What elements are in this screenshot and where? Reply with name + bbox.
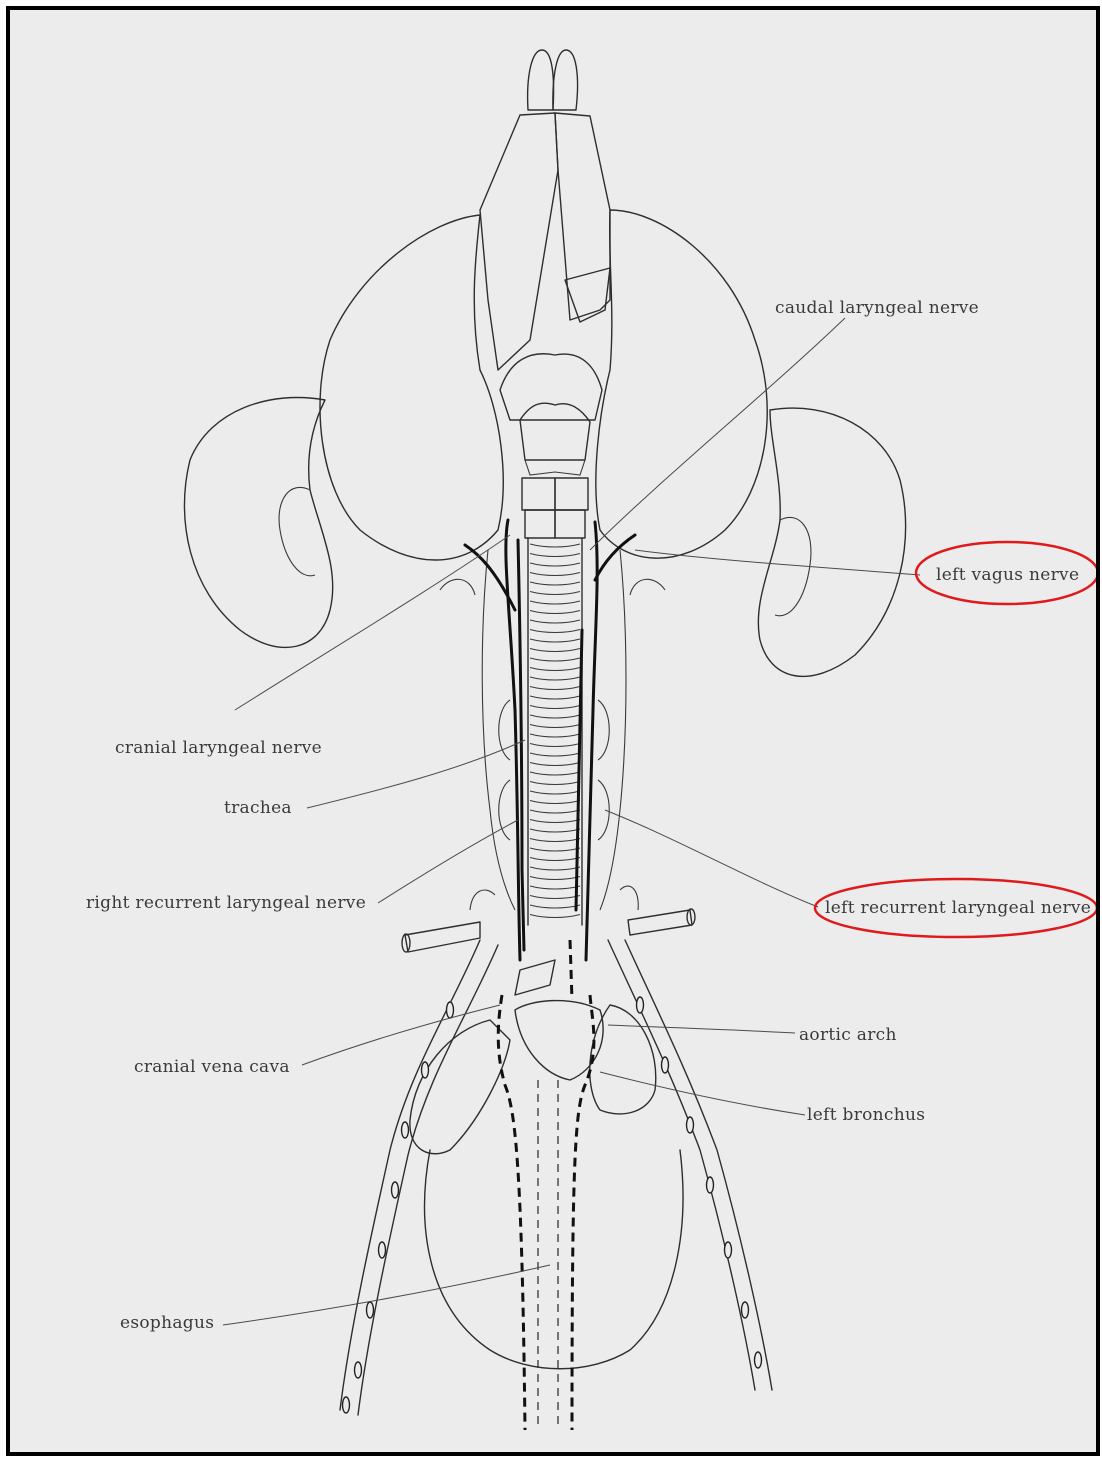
tracheal-ring <box>530 829 580 832</box>
tracheal-ring <box>530 763 580 766</box>
left-gland <box>596 210 767 558</box>
vein-valve-ring <box>355 1362 362 1378</box>
tracheal-ring <box>530 687 580 690</box>
vein-valve-ring <box>422 1062 429 1078</box>
trachea-rings <box>528 538 582 925</box>
vein-valve-ring <box>637 997 644 1013</box>
tracheal-ring <box>530 649 580 652</box>
tracheal-ring <box>530 791 580 794</box>
tracheal-ring <box>530 677 580 680</box>
label-trachea: trachea <box>224 798 292 818</box>
label-esophagus: esophagus <box>120 1313 214 1333</box>
tracheal-ring <box>530 696 580 699</box>
tracheal-ring <box>530 886 580 889</box>
label-left-bronchus: left bronchus <box>807 1105 925 1125</box>
tracheal-ring <box>530 801 580 804</box>
tracheal-ring <box>530 744 580 747</box>
vein-valve-ring <box>742 1302 749 1318</box>
label-left-vagus-nerve: left vagus nerve <box>936 565 1079 585</box>
tracheal-ring <box>530 563 580 566</box>
right-gland <box>320 215 503 560</box>
left-incisor <box>553 50 578 110</box>
tracheal-ring <box>530 725 580 728</box>
tracheal-ring <box>530 706 580 709</box>
vein-valve-ring <box>367 1302 374 1318</box>
esophagus-left-edge <box>498 995 525 1430</box>
thoracic-structures <box>340 886 772 1430</box>
right-lung-lobe <box>410 1020 510 1154</box>
tracheal-ring <box>530 858 580 861</box>
tracheal-ring <box>530 630 580 633</box>
left-cranial-laryngeal-branch <box>595 535 635 580</box>
left-mandible <box>555 113 610 320</box>
vein-valve-ring <box>755 1352 762 1368</box>
tracheal-ring <box>530 715 580 718</box>
tracheal-ring <box>530 611 580 614</box>
head-structures <box>480 50 610 538</box>
tracheal-ring <box>530 592 580 595</box>
salivary-glands <box>184 210 905 676</box>
label-cranial-laryngeal-nerve: cranial laryngeal nerve <box>115 738 322 758</box>
tracheal-ring <box>530 668 580 671</box>
tracheal-ring <box>530 582 580 585</box>
vein-valve-ring <box>402 1122 409 1138</box>
vein-valve-ring <box>687 1117 694 1133</box>
tracheal-ring <box>530 639 580 642</box>
vein-valve-ring <box>662 1057 669 1073</box>
left-vagus-nerve-line <box>586 522 597 960</box>
tracheal-ring <box>530 782 580 785</box>
vein-valve-ring <box>379 1242 386 1258</box>
tracheal-ring <box>530 896 580 899</box>
label-right-recurrent-laryngeal-nerve: right recurrent laryngeal nerve <box>86 893 366 913</box>
label-aortic-arch: aortic arch <box>799 1025 897 1045</box>
tracheal-ring <box>530 554 580 557</box>
right-ear-lobe <box>184 398 332 648</box>
tracheal-ring <box>530 848 580 851</box>
tracheal-ring <box>530 734 580 737</box>
tracheal-ring <box>530 867 580 870</box>
tracheal-ring <box>530 915 580 918</box>
vein-valve-ring <box>447 1002 454 1018</box>
left-recurrent-nerve-line <box>576 630 582 910</box>
anatomy-diagram: caudal laryngeal nerve left vagus nerve … <box>10 10 1096 1452</box>
nerves <box>465 520 635 960</box>
right-mandible <box>480 113 558 370</box>
tracheal-ring <box>530 544 580 547</box>
tracheal-ring <box>530 877 580 880</box>
tracheal-ring <box>530 839 580 842</box>
diagram-frame: caudal laryngeal nerve left vagus nerve … <box>6 6 1100 1456</box>
vein-valve-ring <box>725 1242 732 1258</box>
label-caudal-laryngeal-nerve: caudal laryngeal nerve <box>775 298 979 318</box>
tracheal-ring <box>530 658 580 661</box>
tracheal-ring <box>530 601 580 604</box>
label-left-recurrent-laryngeal-nerve: left recurrent laryngeal nerve <box>825 898 1091 918</box>
vein-valve-ring <box>392 1182 399 1198</box>
tracheal-ring <box>530 620 580 623</box>
right-incisor <box>528 50 554 110</box>
larynx <box>520 403 590 460</box>
tracheal-ring <box>530 772 580 775</box>
tracheal-ring <box>530 810 580 813</box>
tracheal-ring <box>530 905 580 908</box>
tracheal-ring <box>530 820 580 823</box>
pharynx <box>500 354 602 420</box>
vein-valve-ring <box>707 1177 714 1193</box>
left-ear-lobe <box>758 408 905 676</box>
vein-valve-ring <box>343 1397 350 1413</box>
label-cranial-vena-cava: cranial vena cava <box>134 1057 290 1077</box>
heart-outline <box>425 1150 683 1369</box>
highlights <box>815 542 1096 937</box>
tracheal-ring <box>530 573 580 576</box>
tracheal-ring <box>530 753 580 756</box>
